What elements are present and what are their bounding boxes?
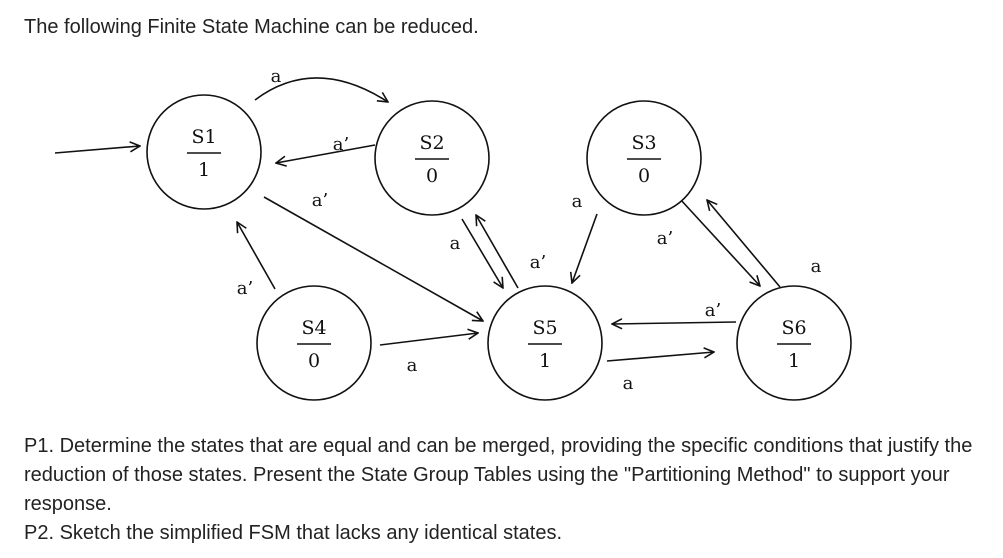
state-s3: S3 0 <box>586 100 702 216</box>
start-arrow <box>54 146 140 154</box>
transition-s6-s5-arrow <box>612 322 737 324</box>
state-s1: S1 1 <box>146 94 262 210</box>
question-p2: P2. Sketch the simplified FSM that lacks… <box>24 522 563 544</box>
state-circle <box>736 285 852 401</box>
question-p1: P1. Determine the states that are equal … <box>24 435 973 515</box>
transition-s4-s5-arrow <box>379 333 478 346</box>
state-name-label: S3 <box>631 132 656 154</box>
transition-s1-s2-label: a <box>271 66 282 87</box>
transition-s1-s2-arrow <box>254 77 388 102</box>
transition-s1-s5-label: a’ <box>312 190 328 211</box>
transition-s3-s5-label: a <box>572 191 583 212</box>
transition-s4-s1-arrow <box>237 222 276 290</box>
state-output-label: 1 <box>788 350 800 372</box>
state-s5: S5 1 <box>487 285 603 401</box>
transition-s6-s5-label: a’ <box>705 300 721 321</box>
intro-text: The following Finite State Machine can b… <box>24 16 479 38</box>
state-name-label: S4 <box>301 317 326 339</box>
state-output-label: 0 <box>426 165 438 187</box>
transition-s5-s2-label: a <box>450 233 461 254</box>
state-circle <box>146 94 262 210</box>
transition-s3-s6-label: a’ <box>657 228 673 249</box>
state-output-label: 0 <box>308 350 320 372</box>
state-name-label: S5 <box>532 317 557 339</box>
state-output-label: 0 <box>638 165 650 187</box>
transition-s2-s1-arrow <box>276 144 376 163</box>
transition-s3-s6-arrow <box>679 198 760 286</box>
transition-s6-s3-arrow <box>707 200 781 288</box>
state-name-label: S1 <box>191 126 216 148</box>
state-circle <box>487 285 603 401</box>
transition-s5-s2-arrow <box>476 215 519 289</box>
state-name-label: S6 <box>781 317 806 339</box>
state-s6: S6 1 <box>736 285 852 401</box>
transition-s4-s1-label: a’ <box>237 278 253 299</box>
transition-s2-s1-label: a’ <box>333 134 349 155</box>
state-output-label: 1 <box>539 350 551 372</box>
state-s4: S4 0 <box>256 285 372 401</box>
state-s2: S2 0 <box>374 100 490 216</box>
transition-s2-s5-label: a’ <box>530 252 546 273</box>
transition-s6-s3-label: a <box>811 256 822 277</box>
transition-labels: a a’ a’ a’ a a a’ a a’ a a’ a <box>237 66 822 394</box>
state-circle <box>374 100 490 216</box>
state-output-label: 1 <box>198 159 210 181</box>
transition-s3-s5-arrow <box>572 213 598 283</box>
questions: P1. Determine the states that are equal … <box>24 432 984 548</box>
transition-s2-s5-arrow <box>461 218 503 288</box>
transition-s1-s5-arrow <box>263 196 483 321</box>
state-name-label: S2 <box>419 132 444 154</box>
transition-s4-s5-label: a <box>407 355 418 376</box>
transition-s5-s6-arrow <box>606 352 714 362</box>
transition-s5-s6-label: a <box>623 373 634 394</box>
state-circle <box>256 285 372 401</box>
state-circle <box>586 100 702 216</box>
transition-edges <box>54 77 781 362</box>
